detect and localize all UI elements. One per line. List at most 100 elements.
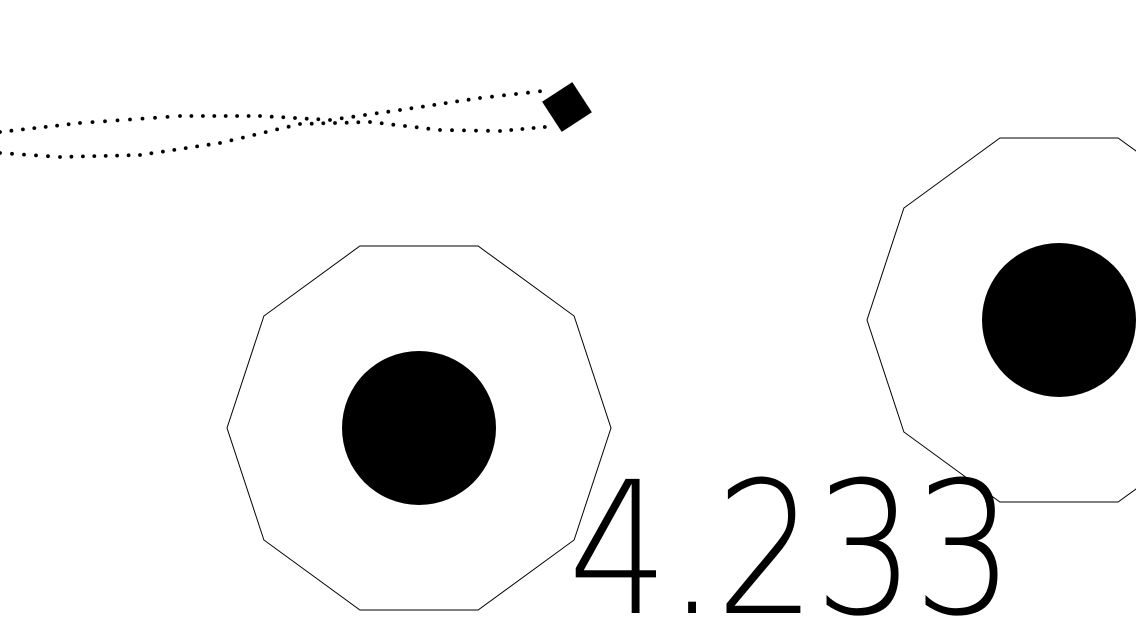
planet-circle-icon[interactable] bbox=[982, 243, 1136, 397]
trail-dot bbox=[69, 154, 74, 159]
trail-dot bbox=[321, 121, 326, 126]
trail-dot bbox=[538, 89, 542, 94]
trail-dot bbox=[509, 128, 514, 132]
trail-dot bbox=[309, 121, 314, 126]
trail-dot bbox=[486, 128, 490, 133]
trail-dot bbox=[328, 118, 332, 122]
planet-circle-icon[interactable] bbox=[342, 351, 496, 505]
trail-dot bbox=[316, 117, 321, 122]
trail-dot bbox=[414, 125, 419, 130]
trail-dot bbox=[514, 92, 518, 96]
trail-dot bbox=[149, 151, 154, 156]
trail-dot bbox=[333, 121, 337, 125]
trail-dot bbox=[21, 127, 25, 132]
trail-dot bbox=[339, 116, 344, 121]
trail-dot bbox=[92, 154, 97, 159]
trail-dot bbox=[252, 133, 257, 137]
trail-dot bbox=[103, 119, 107, 124]
trail-dot bbox=[32, 126, 37, 130]
trail-dot bbox=[502, 93, 506, 98]
trail-dot bbox=[344, 120, 349, 125]
trail-dot bbox=[298, 122, 302, 126]
trail-dot bbox=[531, 126, 536, 130]
trail-dot bbox=[115, 153, 119, 158]
trail-dot bbox=[22, 152, 26, 157]
decagon-orbit-icon bbox=[866, 137, 1136, 503]
trail-dot bbox=[286, 124, 291, 129]
trail-dot bbox=[432, 103, 437, 107]
trail-dot bbox=[195, 144, 200, 149]
trail-dot bbox=[172, 148, 177, 152]
trail-dot bbox=[90, 120, 95, 124]
trail-dot bbox=[356, 120, 361, 125]
trail-dot bbox=[246, 114, 251, 118]
trail-dot bbox=[386, 109, 391, 114]
trail-dot bbox=[409, 106, 414, 111]
trail-dot bbox=[153, 115, 157, 120]
trail-dot bbox=[421, 104, 425, 109]
trail-dot bbox=[140, 116, 145, 121]
trail-dot bbox=[490, 94, 494, 99]
trail-dot bbox=[478, 96, 482, 100]
trail-dot bbox=[466, 97, 471, 102]
trail-dot bbox=[81, 154, 85, 159]
trail-dot bbox=[498, 129, 502, 133]
trail-dot bbox=[43, 125, 48, 129]
trail-dot bbox=[462, 128, 466, 133]
trail-dot bbox=[520, 127, 525, 131]
trail-dot bbox=[58, 155, 62, 159]
trail-dot bbox=[450, 128, 454, 133]
trail-dot bbox=[229, 138, 234, 143]
square-player-icon[interactable] bbox=[542, 82, 592, 132]
trail-dot bbox=[161, 149, 165, 154]
trail-dot bbox=[138, 153, 142, 157]
trail-dot bbox=[46, 154, 50, 159]
trail-dot bbox=[10, 151, 14, 156]
trail-dot bbox=[78, 121, 82, 125]
trail-dot bbox=[103, 154, 108, 158]
trail-dot bbox=[128, 117, 132, 122]
trail-dot bbox=[189, 114, 194, 118]
trail-dot bbox=[304, 116, 309, 121]
decagon-orbit-icon bbox=[226, 245, 612, 611]
trail-dot bbox=[368, 120, 372, 124]
trail-dot bbox=[258, 114, 262, 118]
trail-dot bbox=[542, 125, 547, 129]
trail-dot bbox=[293, 116, 297, 120]
trail-dot bbox=[212, 114, 217, 118]
trail-dot bbox=[526, 90, 530, 95]
trail-dot bbox=[269, 114, 274, 119]
trail-dot bbox=[443, 101, 448, 105]
trail-dot bbox=[0, 130, 2, 134]
trail-dot bbox=[183, 146, 188, 151]
trail-dot bbox=[206, 142, 211, 147]
trail-dot bbox=[275, 127, 279, 132]
score-display: 4.233 bbox=[568, 443, 1014, 640]
trail-dot bbox=[165, 115, 170, 119]
trail-dot bbox=[235, 114, 240, 118]
trail-dot bbox=[351, 114, 356, 119]
trail-dot bbox=[218, 141, 222, 145]
trail-dot bbox=[178, 114, 182, 118]
trail-dot bbox=[126, 153, 131, 158]
trail-dot bbox=[263, 130, 268, 135]
dotted-trail bbox=[0, 89, 547, 159]
trail-dot bbox=[438, 128, 442, 132]
trail-dot bbox=[374, 111, 379, 116]
trail-dot bbox=[391, 122, 396, 127]
trail-dot bbox=[201, 114, 205, 118]
trail-dot bbox=[55, 123, 59, 128]
trail-dot bbox=[426, 126, 431, 131]
trail-dot bbox=[363, 113, 367, 117]
trail-dot bbox=[403, 124, 407, 128]
trail-dot bbox=[474, 128, 478, 133]
trail-dot bbox=[9, 128, 14, 133]
trail-dot bbox=[281, 115, 286, 120]
trail-dot bbox=[241, 135, 245, 140]
trail-dot bbox=[115, 118, 120, 123]
trail-dot bbox=[398, 108, 402, 112]
trail-dot bbox=[34, 153, 38, 158]
trail-dot bbox=[0, 151, 2, 155]
